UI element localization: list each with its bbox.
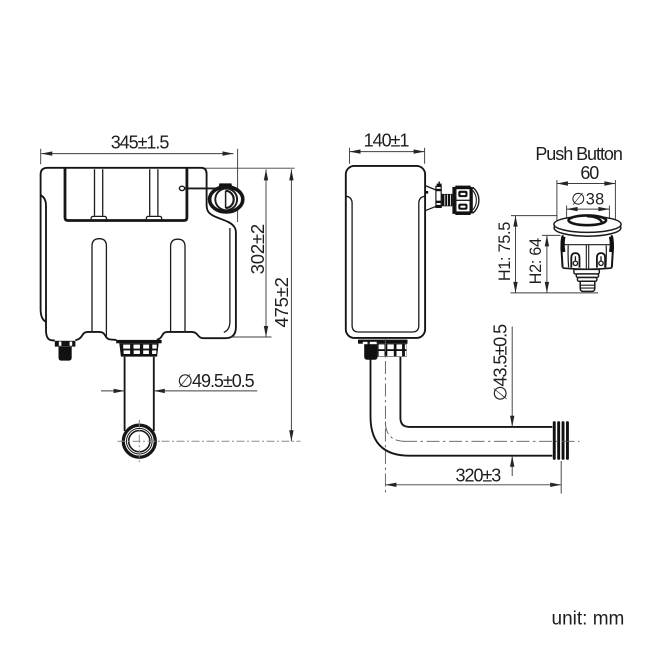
svg-text:320±3: 320±3 (456, 465, 502, 485)
svg-text:H2: 64: H2: 64 (527, 238, 545, 284)
svg-text:60: 60 (580, 163, 599, 183)
svg-text:475±2: 475±2 (271, 277, 292, 327)
svg-text:unit: mm: unit: mm (552, 609, 625, 630)
svg-text:H1: 75.5: H1: 75.5 (496, 222, 514, 281)
svg-text:∅43.5±0.5: ∅43.5±0.5 (491, 324, 511, 401)
svg-text:302±2: 302±2 (247, 224, 268, 274)
svg-text:345±1.5: 345±1.5 (111, 133, 170, 153)
svg-text:140±1: 140±1 (364, 131, 410, 151)
svg-text:∅38: ∅38 (571, 190, 605, 208)
svg-text:Push Button: Push Button (535, 144, 622, 164)
svg-text:∅49.5±0.5: ∅49.5±0.5 (177, 371, 254, 391)
